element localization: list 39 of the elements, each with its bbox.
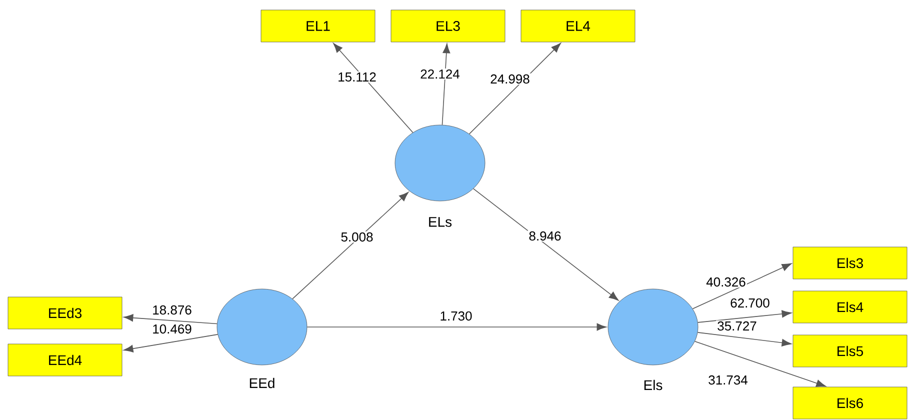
construct-ellipse [608, 288, 698, 366]
arrow [697, 332, 792, 346]
indicator-box: Els5 [792, 334, 908, 368]
indicator-box: Els3 [792, 246, 908, 280]
arrow [124, 314, 218, 324]
arrow [694, 340, 826, 387]
arrow [442, 44, 450, 126]
arrow [468, 43, 561, 134]
edge-label: 31.734 [707, 374, 749, 386]
arrow [692, 263, 792, 310]
indicator-box: EEd3 [8, 296, 122, 330]
construct-ellipse [394, 124, 486, 202]
edge-label: 15.112 [336, 71, 378, 83]
arrow [473, 188, 619, 301]
arrow [333, 43, 414, 133]
edge-label: 40.326 [705, 276, 747, 288]
construct-ellipse [216, 288, 308, 366]
arrow [697, 310, 792, 323]
arrow [306, 323, 606, 331]
construct-label: ELs [429, 217, 452, 227]
edge-label: 62.700 [729, 297, 771, 309]
edge-label: 22.124 [419, 68, 461, 80]
indicator-box: EEd4 [8, 344, 122, 376]
edge-label: 5.008 [340, 231, 374, 243]
edge-label: 24.998 [489, 73, 531, 85]
edge-label: 35.727 [716, 320, 758, 332]
edge-label: 8.946 [528, 230, 562, 242]
indicator-box: EL3 [390, 10, 506, 42]
indicator-box: Els4 [792, 290, 908, 324]
edge-label: 1.730 [438, 310, 474, 322]
arrow [292, 192, 409, 300]
edge-label: 18.876 [151, 304, 193, 316]
edge-label: 10.469 [151, 323, 193, 335]
construct-label: EEd [250, 378, 274, 388]
indicator-box: EL1 [260, 10, 376, 42]
arrow [123, 334, 218, 352]
indicator-box: Els6 [792, 386, 908, 420]
indicator-box: EL4 [520, 10, 636, 42]
construct-label: Els [644, 380, 662, 390]
